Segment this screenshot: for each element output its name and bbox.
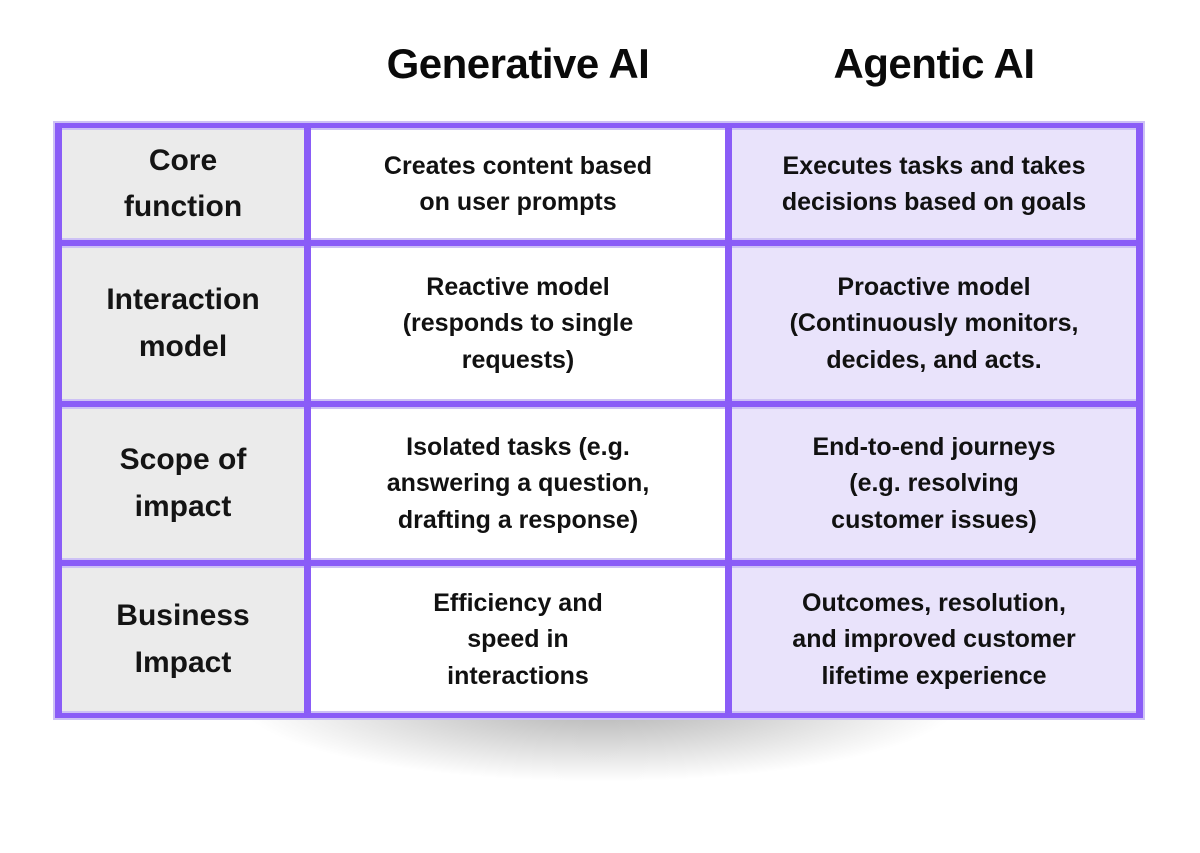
cell-generative-scope-of-impact: Isolated tasks (e.g. answering a questio… bbox=[311, 409, 725, 558]
cell-agentic-business-impact: Outcomes, resolution, and improved custo… bbox=[732, 568, 1136, 711]
column-header-generative-ai: Generative AI bbox=[386, 40, 650, 87]
comparison-table: Core function Creates content based on u… bbox=[55, 123, 1143, 718]
row-label-core-function: Core function bbox=[62, 130, 304, 238]
cell-agentic-interaction-model: Proactive model (Continuously monitors, … bbox=[732, 248, 1136, 399]
column-headers: Generative AI Agentic AI bbox=[0, 30, 1200, 98]
cell-generative-business-impact: Efficiency and speed in interactions bbox=[311, 568, 725, 711]
row-label-interaction-model: Interaction model bbox=[62, 248, 304, 399]
cell-generative-core-function: Creates content based on user prompts bbox=[311, 130, 725, 238]
cell-generative-interaction-model: Reactive model (responds to single reque… bbox=[311, 248, 725, 399]
row-label-scope-of-impact: Scope of impact bbox=[62, 409, 304, 558]
cell-agentic-core-function: Executes tasks and takes decisions based… bbox=[732, 130, 1136, 238]
cell-agentic-scope-of-impact: End-to-end journeys (e.g. resolving cust… bbox=[732, 409, 1136, 558]
row-label-business-impact: Business Impact bbox=[62, 568, 304, 711]
column-header-agentic-ai: Agentic AI bbox=[833, 40, 1035, 87]
